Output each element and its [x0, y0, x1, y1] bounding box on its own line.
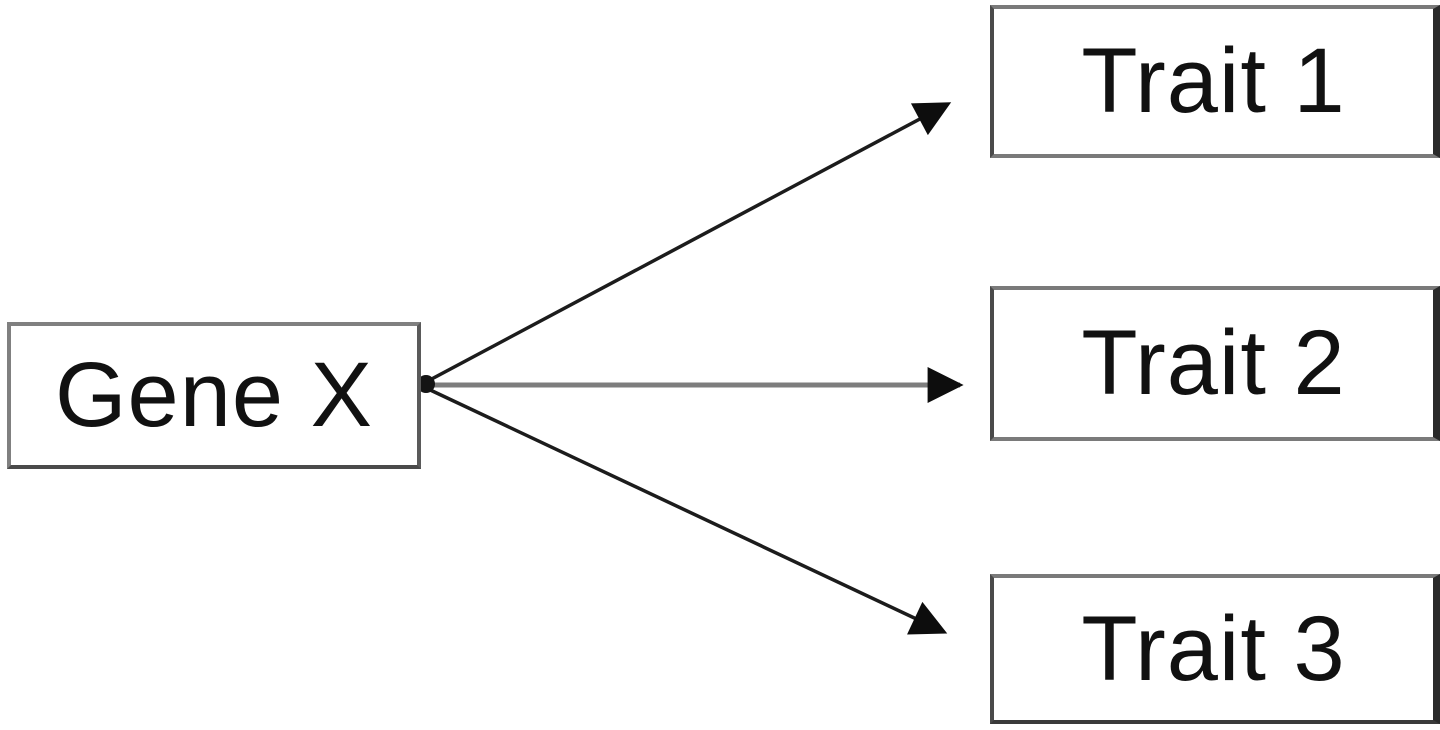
node-gene-x: Gene X [7, 322, 421, 469]
edge-genex-trait1 [425, 102, 952, 384]
node-trait-2-label: Trait 2 [1081, 312, 1346, 414]
node-trait-2: Trait 2 [990, 286, 1440, 441]
edge-origin-dot [417, 375, 435, 393]
node-gene-x-label: Gene X [55, 344, 373, 446]
edge-genex-trait3 [425, 386, 948, 635]
node-trait-3-label: Trait 3 [1081, 597, 1346, 700]
node-trait-1-label: Trait 1 [1081, 30, 1346, 132]
node-trait-1: Trait 1 [990, 5, 1440, 158]
node-trait-3: Trait 3 [990, 574, 1440, 724]
